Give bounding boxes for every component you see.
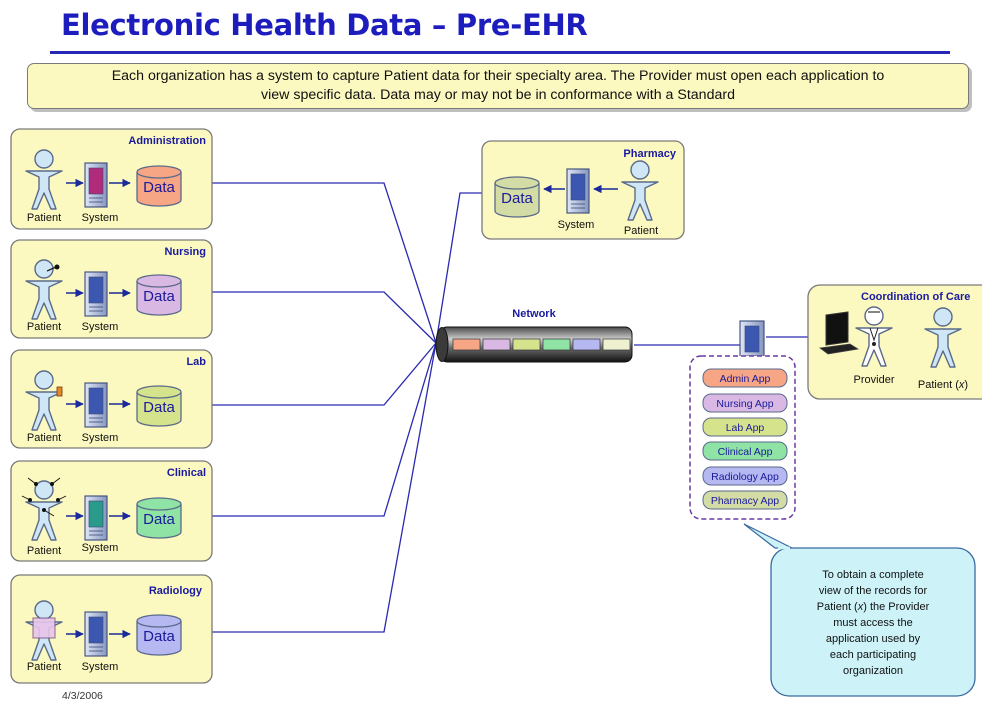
link-administration [212, 182, 437, 344]
patient-label: Patient [624, 225, 658, 237]
data-cylinder: Data [136, 385, 182, 427]
patient-icon [621, 160, 659, 221]
app-label: Admin App [720, 373, 771, 385]
system-label: System [82, 212, 119, 224]
data-cylinder: Data [136, 614, 182, 656]
data-label: Data [143, 288, 175, 305]
link-nursing [212, 291, 437, 344]
app-radiology: Radiology App [702, 466, 788, 486]
intro-note: Each organization has a system to captur… [27, 63, 969, 109]
system-label: System [82, 542, 119, 554]
page-title: Electronic Health Data – Pre-EHR [61, 8, 588, 42]
server-icon [84, 495, 108, 541]
server-icon [566, 168, 590, 214]
callout-note: To obtain a complete view of the records… [743, 523, 976, 697]
server-icon [84, 162, 108, 208]
network-label: Network [512, 308, 556, 320]
slide-date: 4/3/2006 [62, 690, 103, 702]
coordination-name: Coordination of Care [861, 291, 970, 303]
provider-label: Provider [854, 374, 895, 386]
app-lab: Lab App [702, 417, 788, 437]
laptop-icon [818, 311, 860, 355]
link-clinical [212, 342, 437, 517]
data-label: Data [143, 628, 175, 645]
system-label: System [82, 321, 119, 333]
panel-lab: Lab Patient System Data [10, 349, 213, 449]
link-radiology [212, 342, 437, 633]
app-nursing: Nursing App [702, 393, 788, 413]
network-tube: Network [435, 308, 633, 363]
panel-radiology: Radiology Patient System Data [10, 574, 213, 684]
callout-line-5: application used by [826, 633, 921, 645]
app-admin: Admin App [702, 368, 788, 388]
patient-label: Patient [27, 432, 61, 444]
callout-line-1: To obtain a complete [822, 569, 924, 581]
panel-coordination-of-care: Coordination of Care Provider Patient (x… [807, 284, 982, 400]
link-pharmacy [435, 192, 482, 344]
dept-name-clinical: Clinical [167, 467, 206, 479]
intro-line-2: view specific data. Data may or may not … [261, 87, 735, 103]
app-label: Radiology App [711, 471, 779, 483]
system-label: System [558, 219, 595, 231]
patient-icon [21, 477, 67, 541]
intro-line-1: Each organization has a system to captur… [111, 68, 885, 84]
server-icon [84, 271, 108, 317]
data-label: Data [143, 399, 175, 416]
dept-name-administration: Administration [128, 135, 206, 147]
panel-pharmacy: Pharmacy Data System Patient [481, 140, 685, 240]
data-cylinder: Data [136, 497, 182, 539]
patient-label: Patient [27, 545, 61, 557]
callout-line-2: view of the records for [819, 585, 928, 597]
panel-administration: Administration Patient System Data [10, 128, 213, 230]
callout-line-3: Patient (x) the Provider [817, 601, 930, 613]
patient-icon [924, 307, 962, 368]
link-lab [212, 342, 437, 406]
patient-x-label: Patient (x) [918, 379, 968, 391]
panel-nursing: Nursing Patient System Data [10, 239, 213, 339]
dept-name-nursing: Nursing [164, 246, 206, 258]
dept-name-lab: Lab [186, 356, 206, 368]
app-clinical: Clinical App [702, 441, 788, 461]
pharmacy-name: Pharmacy [623, 148, 676, 160]
data-cylinder: Data [136, 274, 182, 316]
app-label: Nursing App [716, 398, 773, 410]
callout-line-4: must access the [833, 617, 912, 629]
dept-name-radiology: Radiology [149, 585, 203, 597]
app-label: Clinical App [718, 446, 773, 458]
data-cylinder: Data [136, 165, 182, 207]
patient-label: Patient [27, 661, 61, 673]
server-icon [84, 611, 108, 657]
callout-line-6: each participating [830, 649, 916, 661]
patient-label: Patient [27, 212, 61, 224]
patient-icon [25, 149, 63, 210]
patient-icon [25, 259, 63, 320]
provider-icon [855, 306, 893, 367]
data-label: Data [143, 179, 175, 196]
network-links [212, 182, 820, 633]
title-underline [50, 51, 950, 54]
callout-line-7: organization [843, 665, 903, 677]
server-icon [84, 382, 108, 428]
app-list: Admin App Nursing App Lab App Clinical A… [689, 355, 796, 520]
data-label: Data [143, 511, 175, 528]
system-label: System [82, 661, 119, 673]
app-pharmacy: Pharmacy App [702, 490, 788, 510]
patient-label: Patient [27, 321, 61, 333]
data-label: Data [501, 190, 533, 207]
data-cylinder: Data [494, 176, 540, 218]
app-label: Lab App [726, 422, 765, 434]
app-label: Pharmacy App [711, 495, 779, 507]
system-label: System [82, 432, 119, 444]
patient-icon [25, 370, 63, 431]
panel-clinical: Clinical Patient System Data [10, 460, 213, 562]
patient-icon [25, 600, 63, 661]
